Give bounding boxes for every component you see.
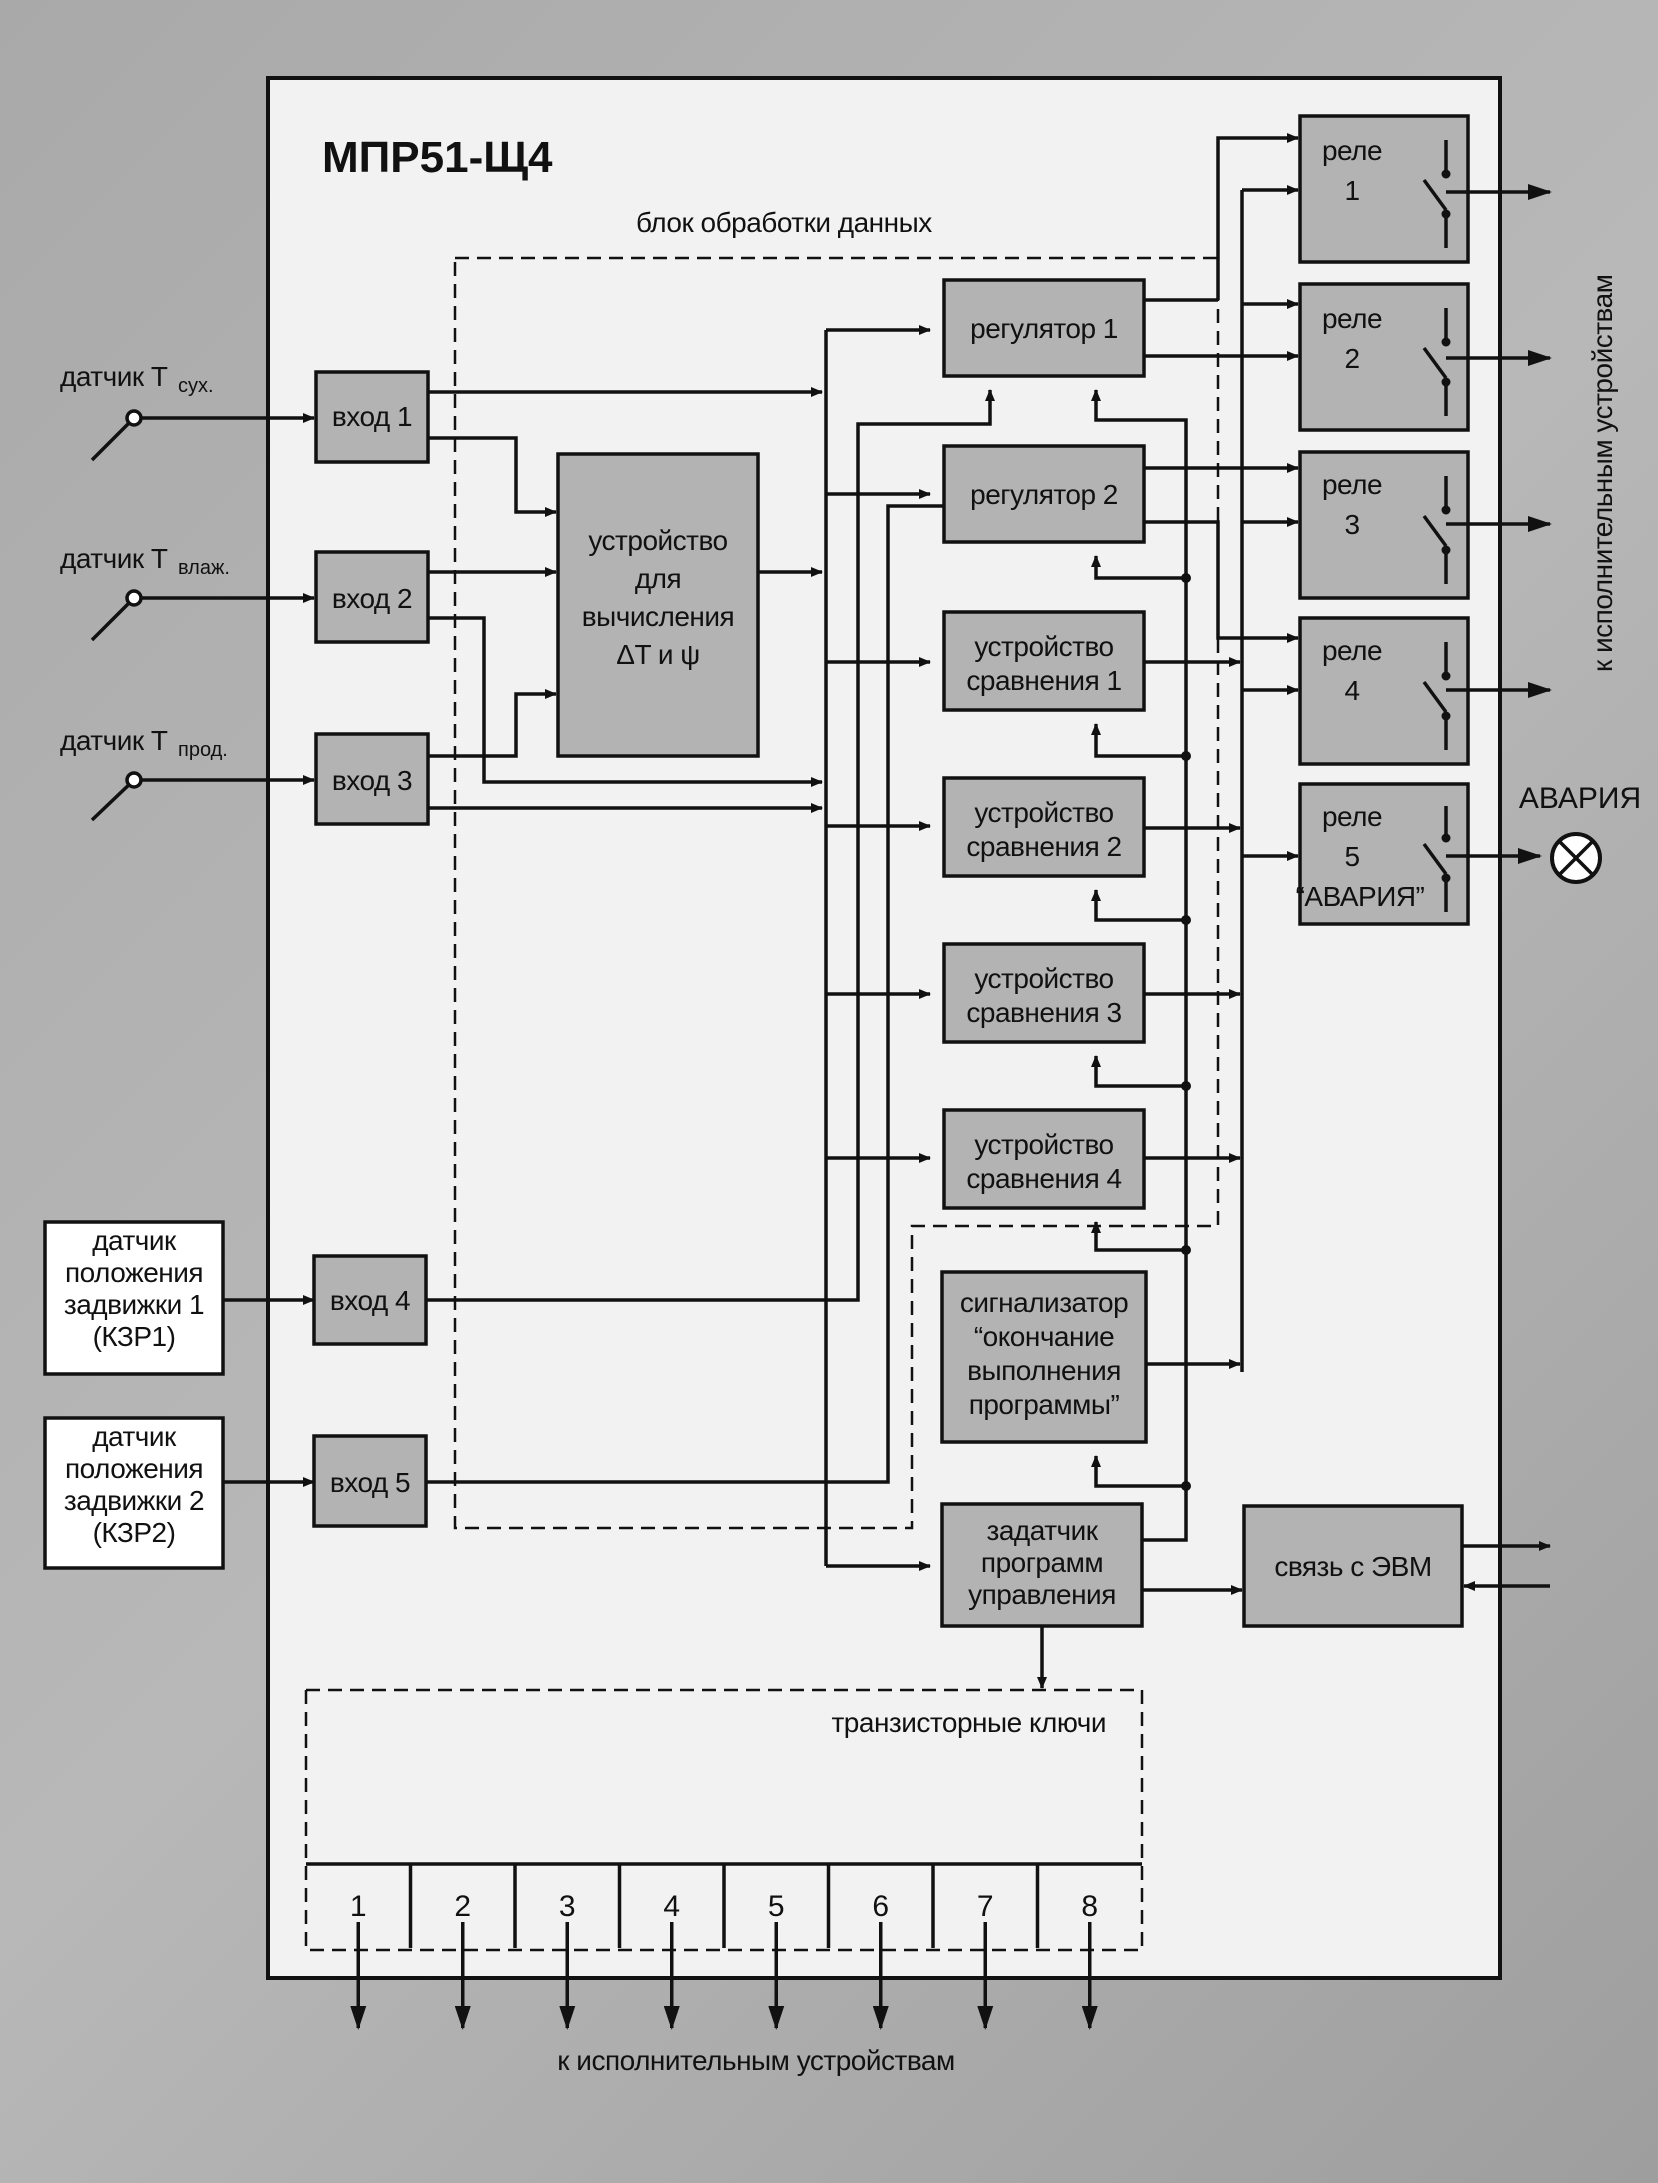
gate-sensor-2: датчик положения задвижки 2 (КЗР2)	[43, 1416, 315, 1570]
svg-text:датчик: датчик	[92, 1225, 177, 1256]
key-number: 7	[977, 1890, 994, 1923]
svg-text:устройство: устройство	[588, 525, 727, 556]
relay-wiring	[1144, 133, 1299, 1372]
bottom-output-label: к исполнительным устройствам	[557, 2045, 954, 2076]
program-setter: задатчик программ управления	[940, 1502, 1144, 1628]
svg-text:реле: реле	[1322, 135, 1382, 166]
svg-text:2: 2	[1344, 343, 1359, 374]
svg-text:реле: реле	[1322, 801, 1382, 832]
svg-text:ΔT и ψ: ΔT и ψ	[616, 639, 699, 670]
key-number: 5	[768, 1890, 785, 1923]
key-number: 6	[872, 1890, 889, 1923]
data-block-label: блок обработки данных	[636, 207, 932, 238]
svg-text:сравнения 4: сравнения 4	[966, 1163, 1121, 1194]
svg-text:сравнения 3: сравнения 3	[966, 997, 1121, 1028]
device-panel	[266, 76, 1502, 1980]
key-number: 4	[663, 1890, 680, 1923]
input-1: вход 1	[314, 370, 430, 464]
alarm-label: АВАРИЯ	[1519, 782, 1641, 815]
key-number: 2	[454, 1890, 471, 1923]
regulator-2: регулятор 2	[942, 444, 1146, 544]
svg-text:датчик T: датчик T	[60, 543, 168, 574]
svg-text:связь с ЭВМ: связь с ЭВМ	[1274, 1551, 1431, 1582]
transistor-key-cells: 1 2 3 4 5 6 7 8	[350, 1864, 1098, 2030]
svg-text:“окончание: “окончание	[974, 1321, 1114, 1352]
svg-text:задвижки 2: задвижки 2	[64, 1485, 204, 1516]
svg-text:вход 3: вход 3	[332, 765, 412, 796]
input-3: вход 3	[314, 732, 430, 826]
svg-text:1: 1	[1344, 175, 1359, 206]
key-number: 1	[350, 1890, 367, 1923]
setpoint-wiring	[1091, 389, 1191, 1542]
sensor-t-wet: датчик T влаж.	[60, 543, 315, 642]
svg-text:программ: программ	[981, 1547, 1103, 1578]
gate-sensor-1: датчик положения задвижки 1 (КЗР1)	[43, 1220, 315, 1376]
svg-text:вход 4: вход 4	[330, 1285, 410, 1316]
svg-text:реле: реле	[1322, 303, 1382, 334]
svg-text:3: 3	[1344, 509, 1359, 540]
svg-text:устройство: устройство	[974, 797, 1113, 828]
svg-text:регулятор 1: регулятор 1	[970, 313, 1118, 344]
svg-text:прод.: прод.	[178, 739, 228, 761]
input-5: вход 5	[312, 1434, 428, 1528]
svg-text:вычисления: вычисления	[582, 601, 734, 632]
svg-text:вход 2: вход 2	[332, 583, 412, 614]
sensor-t-prod: датчик T прод.	[60, 725, 315, 822]
svg-text:сигнализатор: сигнализатор	[960, 1287, 1128, 1318]
data-processing-block	[453, 256, 1220, 1530]
comparator-2: устройство сравнения 2	[942, 776, 1146, 878]
key-number: 8	[1081, 1890, 1098, 1923]
relay-5-alarm: реле 5 “АВАРИЯ”	[1296, 782, 1542, 926]
relay-2: реле 2	[1298, 282, 1552, 432]
pc-link: связь с ЭВМ	[1242, 1504, 1551, 1628]
svg-text:4: 4	[1344, 675, 1359, 706]
right-output-label: к исполнительным устройствам	[1587, 275, 1618, 672]
svg-text:транзисторные ключи: транзисторные ключи	[831, 1707, 1106, 1738]
svg-text:программы”: программы”	[969, 1389, 1120, 1420]
svg-text:положения: положения	[65, 1453, 203, 1484]
key-number: 3	[559, 1890, 576, 1923]
svg-text:устройство: устройство	[974, 631, 1113, 662]
svg-text:датчик T: датчик T	[60, 725, 168, 756]
svg-text:выполнения: выполнения	[967, 1355, 1121, 1386]
svg-text:устройство: устройство	[974, 963, 1113, 994]
svg-text:(КЗР1): (КЗР1)	[93, 1321, 176, 1352]
svg-text:задатчик: задатчик	[986, 1515, 1098, 1546]
relay-1: реле 1	[1298, 114, 1552, 264]
alarm-lamp-icon	[1550, 832, 1602, 884]
svg-text:управления: управления	[968, 1579, 1116, 1610]
svg-text:вход 1: вход 1	[332, 401, 412, 432]
device-title: МПР51-Щ4	[322, 133, 553, 182]
comparator-1: устройство сравнения 1	[942, 610, 1146, 712]
regulator-1: регулятор 1	[942, 278, 1146, 378]
input-2: вход 2	[314, 550, 430, 644]
svg-text:“АВАРИЯ”: “АВАРИЯ”	[1296, 881, 1425, 912]
svg-text:датчик: датчик	[92, 1421, 177, 1452]
svg-text:задвижки 1: задвижки 1	[64, 1289, 204, 1320]
calc-device: устройство для вычисления ΔT и ψ	[556, 452, 760, 758]
end-of-program-signaler: сигнализатор “окончание выполнения прогр…	[940, 1270, 1148, 1444]
svg-text:сравнения 2: сравнения 2	[966, 831, 1121, 862]
svg-text:для: для	[635, 563, 681, 594]
svg-text:устройство: устройство	[974, 1129, 1113, 1160]
svg-text:датчик T: датчик T	[60, 361, 168, 392]
svg-text:реле: реле	[1322, 469, 1382, 500]
input-4: вход 4	[312, 1254, 428, 1346]
sensor-t-dry: датчик T сух.	[60, 361, 315, 462]
svg-text:(КЗР2): (КЗР2)	[93, 1517, 176, 1548]
svg-text:регулятор 2: регулятор 2	[970, 479, 1118, 510]
relay-4: реле 4	[1298, 616, 1552, 766]
comparator-3: устройство сравнения 3	[942, 942, 1146, 1044]
comparator-4: устройство сравнения 4	[942, 1108, 1146, 1210]
svg-text:сравнения 1: сравнения 1	[966, 665, 1121, 696]
svg-text:реле: реле	[1322, 635, 1382, 666]
svg-text:5: 5	[1344, 841, 1359, 872]
svg-text:положения: положения	[65, 1257, 203, 1288]
relay-3: реле 3	[1298, 450, 1552, 600]
svg-text:сух.: сух.	[178, 375, 214, 397]
svg-text:вход 5: вход 5	[330, 1467, 410, 1498]
svg-text:влаж.: влаж.	[178, 557, 230, 579]
